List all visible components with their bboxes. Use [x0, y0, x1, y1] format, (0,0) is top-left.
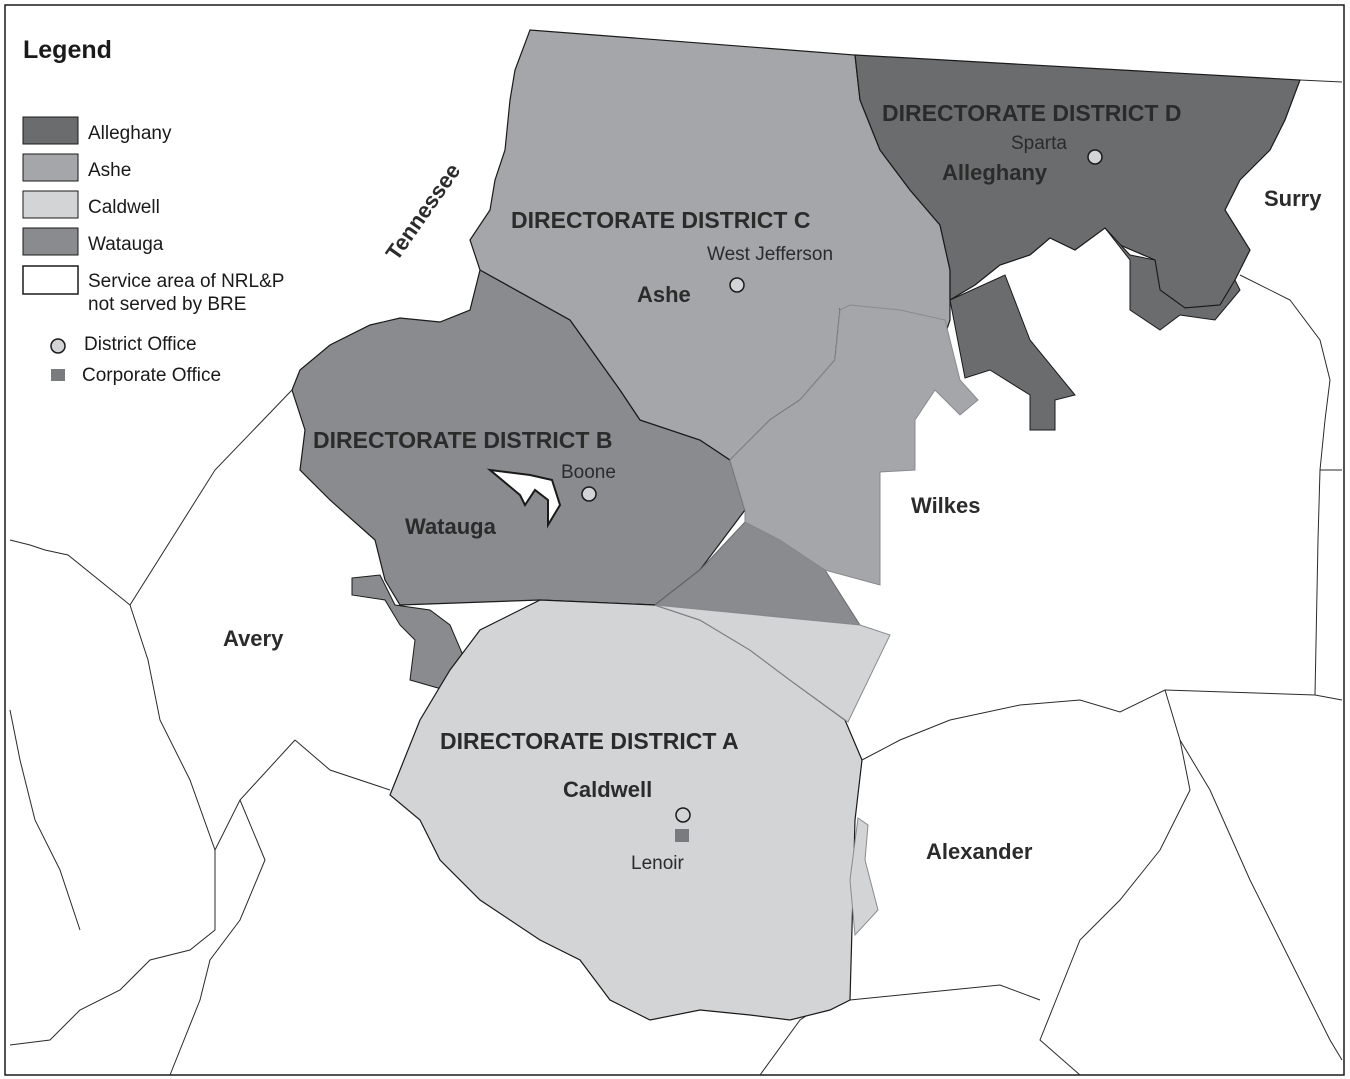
county-label-surry: Surry: [1264, 186, 1322, 211]
legend-swatch-alleghany: [22, 116, 79, 145]
legend-label-corporate-office: Corporate Office: [82, 365, 221, 386]
legend-swatch-caldwell: [22, 190, 79, 219]
legend-swatch-service-area: [22, 265, 79, 295]
district-office-sparta: [1087, 149, 1103, 165]
legend-swatch-watauga: [22, 227, 79, 256]
legend-swatch-ashe: [22, 153, 79, 182]
county-label-avery: Avery: [223, 626, 284, 651]
legend-title: Legend: [23, 36, 112, 64]
town-label-sparta: Sparta: [1011, 133, 1067, 154]
district-a-label: DIRECTORATE DISTRICT A: [440, 728, 739, 754]
town-label-boone: Boone: [561, 462, 616, 483]
district-office-lenoir: [675, 807, 691, 823]
ashe-region-east: [729, 304, 979, 586]
district-d-label: DIRECTORATE DISTRICT D: [882, 100, 1181, 126]
legend-label-watauga: Watauga: [88, 234, 164, 255]
town-label-lenoir: Lenoir: [631, 853, 684, 874]
county-label-wilkes: Wilkes: [911, 493, 981, 518]
boone-hole: [486, 468, 562, 529]
legend-district-office-icon: [50, 338, 66, 354]
district-office-boone: [581, 486, 597, 502]
county-label-ashe: Ashe: [637, 282, 691, 307]
caldwell-region-east: [849, 817, 879, 937]
corporate-office-lenoir: [675, 829, 689, 842]
county-label-alexander: Alexander: [926, 839, 1033, 864]
county-label-watauga: Watauga: [405, 514, 497, 539]
caldwell-region-north: [654, 604, 891, 723]
county-boundaries: [9, 79, 1343, 1076]
alleghany-region-east: [1104, 227, 1241, 331]
district-c-label: DIRECTORATE DISTRICT C: [511, 207, 810, 233]
legend: Legend Alleghany Ashe Caldwell Watauga S…: [22, 36, 284, 386]
legend-label-alleghany: Alleghany: [88, 123, 172, 144]
legend-label-ashe: Ashe: [88, 160, 131, 181]
district-office-west-jefferson: [729, 277, 745, 293]
legend-label-caldwell: Caldwell: [88, 197, 160, 218]
legend-label-district-office: District Office: [84, 334, 197, 355]
legend-label-service-area-line2: not served by BRE: [88, 294, 246, 315]
district-b-label: DIRECTORATE DISTRICT B: [313, 427, 612, 453]
county-label-caldwell: Caldwell: [563, 777, 652, 802]
alleghany-region-south: [949, 274, 1076, 431]
town-label-west-jefferson: West Jefferson: [707, 244, 833, 265]
county-label-alleghany: Alleghany: [942, 160, 1048, 185]
legend-label-service-area-line1: Service area of NRL&P: [88, 271, 284, 292]
legend-corporate-office-icon: [51, 369, 65, 381]
